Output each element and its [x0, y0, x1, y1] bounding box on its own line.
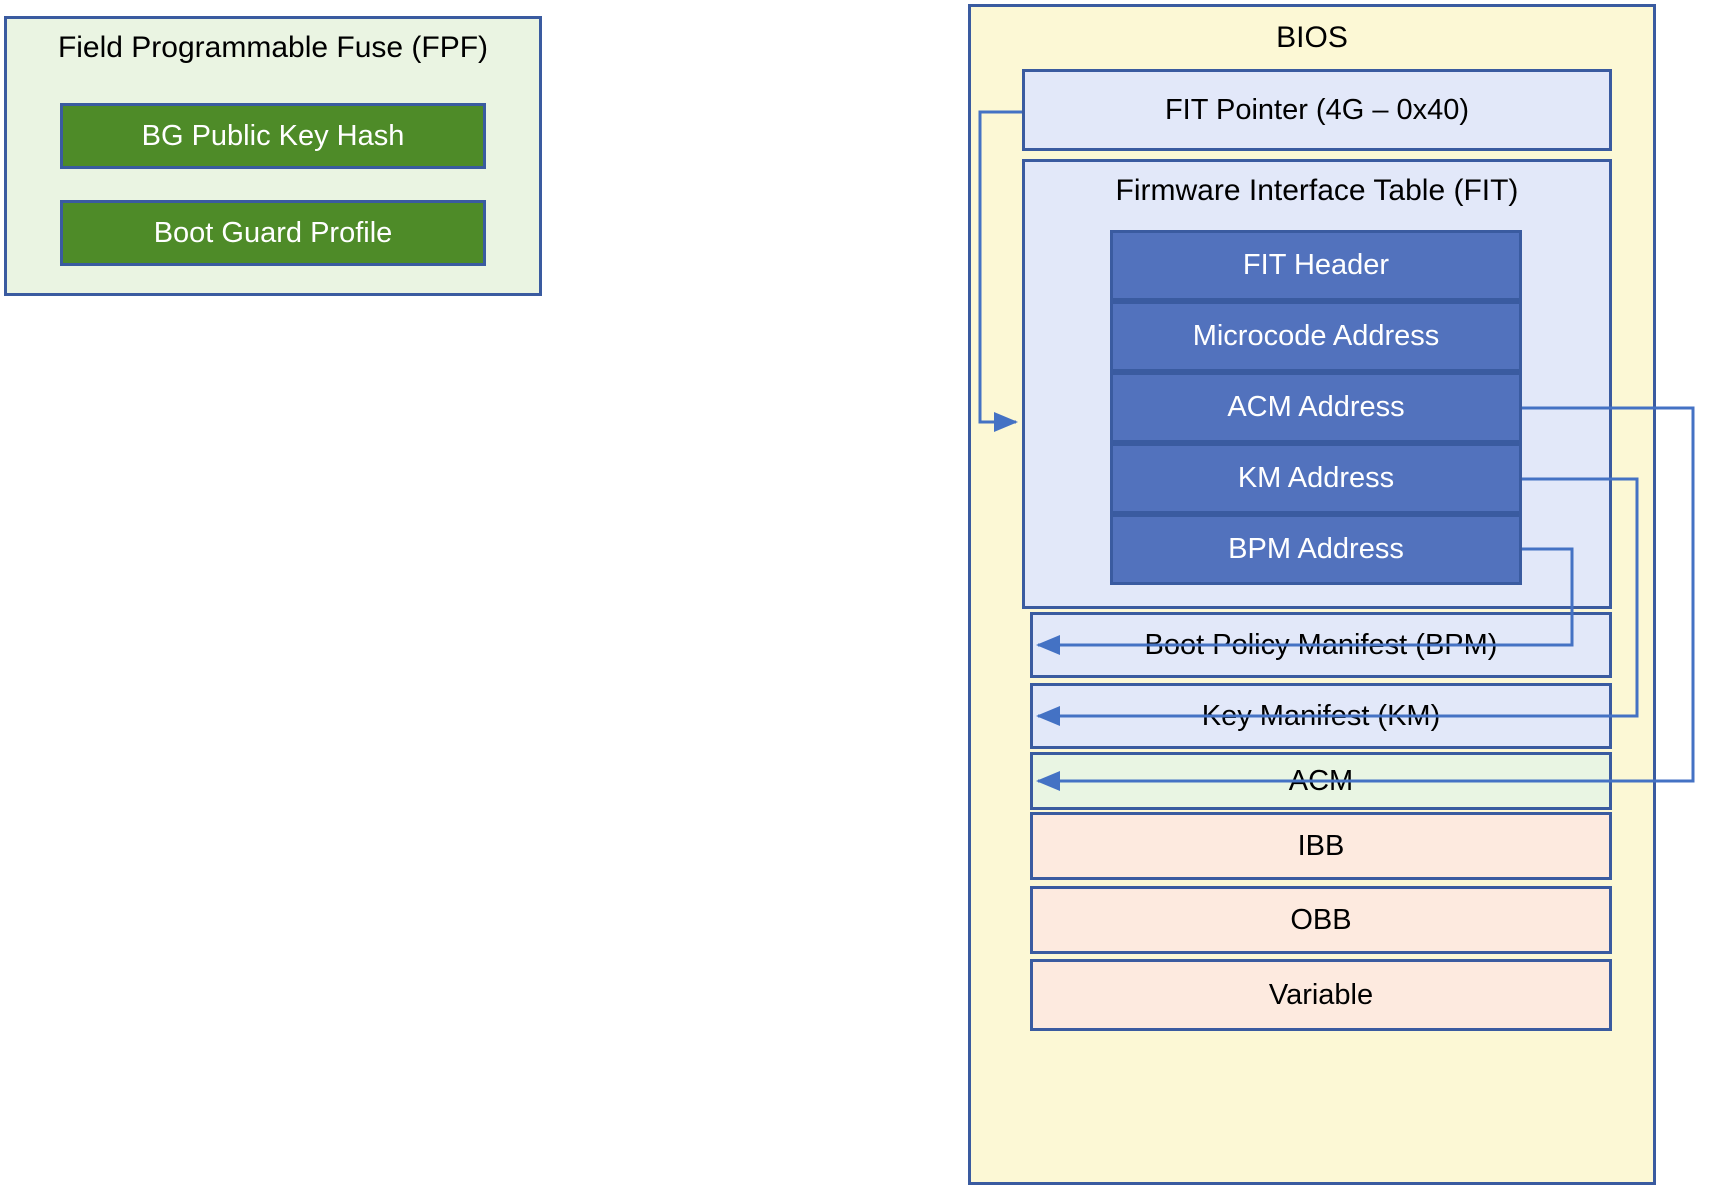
bios-region-label: Boot Policy Manifest (BPM): [1144, 628, 1498, 661]
fit-pointer-box[interactable]: FIT Pointer (4G – 0x40): [1022, 69, 1612, 151]
fpf-item-boot-guard-profile[interactable]: Boot Guard Profile: [60, 200, 486, 266]
fpf-item-label: Boot Guard Profile: [153, 216, 393, 249]
fit-entry-km-address[interactable]: KM Address: [1110, 443, 1522, 514]
bios-region-acm[interactable]: ACM: [1030, 752, 1612, 810]
bios-region-boot-policy-manifest[interactable]: Boot Policy Manifest (BPM): [1030, 612, 1612, 678]
bios-region-label: ACM: [1288, 764, 1354, 797]
fpf-panel-title: Field Programmable Fuse (FPF): [57, 31, 489, 64]
bios-region-ibb[interactable]: IBB: [1030, 812, 1612, 880]
fpf-panel: Field Programmable Fuse (FPF) BG Public …: [4, 16, 542, 296]
fit-entry-label: KM Address: [1237, 462, 1395, 494]
bios-panel-title: BIOS: [1276, 21, 1348, 54]
fit-entry-fit-header[interactable]: FIT Header: [1110, 230, 1522, 301]
fit-entry-label: ACM Address: [1227, 391, 1405, 423]
fit-entry-label: Microcode Address: [1192, 320, 1440, 352]
fpf-item-bg-public-key-hash[interactable]: BG Public Key Hash: [60, 103, 486, 169]
fit-panel-title: Firmware Interface Table (FIT): [1115, 174, 1519, 207]
bios-region-label: OBB: [1290, 903, 1352, 936]
fit-entry-label: FIT Header: [1242, 249, 1390, 281]
fit-entry-label: BPM Address: [1228, 533, 1404, 565]
fit-entry-microcode-address[interactable]: Microcode Address: [1110, 301, 1522, 372]
bios-region-label: Key Manifest (KM): [1201, 699, 1441, 732]
fit-entry-acm-address[interactable]: ACM Address: [1110, 372, 1522, 443]
bios-region-obb[interactable]: OBB: [1030, 886, 1612, 954]
bios-region-label: Variable: [1268, 978, 1374, 1011]
bios-region-variable[interactable]: Variable: [1030, 959, 1612, 1031]
fit-pointer-label: FIT Pointer (4G – 0x40): [1164, 93, 1470, 126]
fpf-item-label: BG Public Key Hash: [141, 119, 405, 152]
bios-region-label: IBB: [1297, 829, 1345, 862]
bios-region-key-manifest[interactable]: Key Manifest (KM): [1030, 683, 1612, 749]
fit-entry-bpm-address[interactable]: BPM Address: [1110, 514, 1522, 585]
